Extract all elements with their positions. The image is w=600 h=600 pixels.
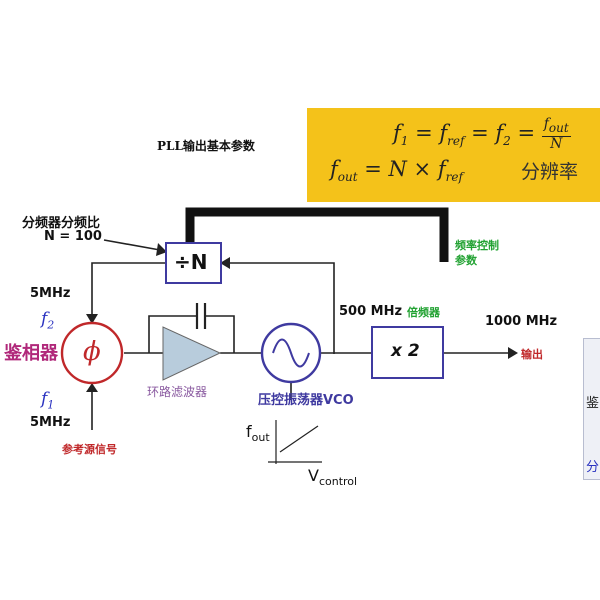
- divider-to-detector-line: [91, 262, 166, 322]
- vco-label: 压控振荡器VCO: [258, 393, 354, 408]
- side-panel: [583, 338, 600, 480]
- curve-y-subscript: out: [251, 431, 270, 445]
- f2-subscript: 2: [47, 318, 55, 332]
- ratio-pointer-line: [103, 239, 161, 251]
- f2-label: f2: [41, 309, 54, 331]
- phi-symbol: ϕ: [83, 337, 101, 367]
- signal-lines: [91, 239, 508, 430]
- vco-transfer-curve: [268, 420, 322, 464]
- detector-bottom-freq: 5MHz: [30, 415, 71, 430]
- curve-y-label: fout: [246, 422, 270, 444]
- side-panel-char-2: 分: [586, 460, 600, 475]
- capacitor-icon: [195, 303, 207, 329]
- arrowheads: [86, 243, 518, 392]
- filter-capacitor-loop-right: [206, 315, 235, 353]
- multiplier-label: 倍频器: [407, 306, 440, 319]
- divider-block: [165, 242, 222, 284]
- f1-label: f1: [41, 389, 54, 411]
- detector-top-freq: 5MHz: [30, 286, 71, 301]
- frequency-control-bus: [185, 207, 449, 262]
- side-panel-char-1: 鉴: [586, 396, 600, 411]
- page-title: PLL输出基本参数: [157, 139, 255, 153]
- divider-ratio-label: 分频器分频比: [22, 216, 101, 231]
- f1-subscript: 1: [47, 398, 55, 412]
- loop-filter-amplifier: [162, 326, 222, 381]
- vco-output-freq: 500 MHz: [339, 304, 403, 319]
- multiplier-output-freq: 1000 MHz: [485, 314, 558, 329]
- formula-equality-chain: f1 = fref = f2 =: [393, 120, 542, 149]
- phase-detector-circle: [60, 321, 124, 385]
- divider-ratio-value: N = 100: [44, 229, 102, 244]
- arrow-into-divider: [220, 257, 230, 269]
- arrow-to-output: [508, 347, 518, 359]
- formula-line-1: f1 = fref = f2 = fout N: [393, 117, 571, 152]
- loop-filter-label: 环路滤波器: [147, 385, 208, 399]
- filter-capacitor-loop: [148, 315, 196, 353]
- sine-wave-icon: [272, 338, 310, 368]
- formula-fraction: fout N: [541, 116, 571, 152]
- freq-control-label-line1: 频率控制: [455, 239, 499, 252]
- arrow-ratio-pointer: [156, 243, 167, 256]
- vco-feedback-line: [221, 262, 335, 354]
- curve-y-letter: f: [246, 422, 252, 441]
- fraction-numerator: fout: [541, 116, 571, 137]
- freq-control-label-line2: 参数: [455, 254, 477, 267]
- multiplier-symbol: x 2: [391, 341, 420, 361]
- fraction-denominator: N: [550, 135, 563, 152]
- formula-line-2: fout = N × fref: [330, 157, 463, 185]
- arrow-into-detector-bottom: [86, 383, 98, 392]
- curve-line: [279, 425, 319, 453]
- phase-detector-name: 鉴相器: [4, 343, 58, 364]
- output-label: 输出: [521, 348, 543, 361]
- curve-x-subscript: control: [318, 475, 358, 489]
- curve-x-label: Vcontrol: [308, 466, 357, 488]
- arrow-into-detector-top: [86, 314, 98, 324]
- f1-letter: f: [41, 389, 48, 409]
- formula-box: [307, 108, 600, 202]
- resolution-label: 分辨率: [521, 161, 579, 183]
- f2-letter: f: [41, 309, 48, 329]
- divider-symbol: ÷N: [174, 250, 208, 274]
- curve-x-letter: V: [308, 466, 319, 485]
- reference-source-label: 参考源信号: [62, 443, 117, 456]
- multiplier-block: [371, 326, 444, 379]
